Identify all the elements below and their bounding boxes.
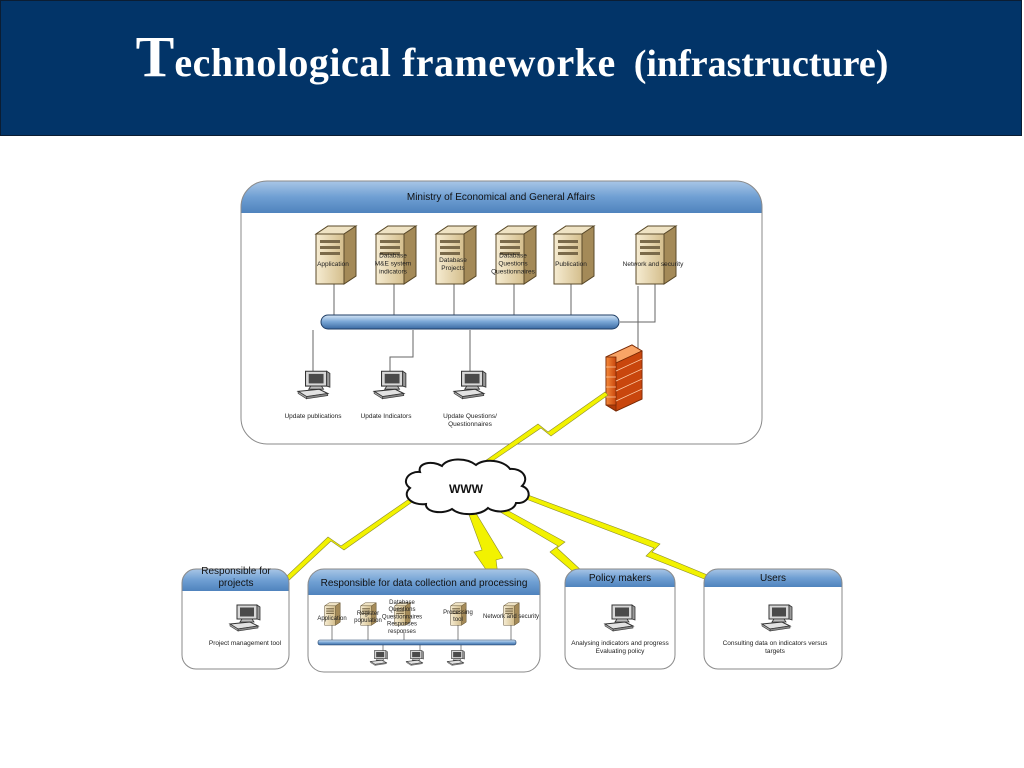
ministry-server-1: Application <box>315 225 357 285</box>
ministry-server-5-label: Publication <box>555 261 587 268</box>
users-panel: Users Consulting data on indicators vers… <box>703 568 843 670</box>
data-server-4-label-line: Processing <box>443 610 473 616</box>
ministry-network-bus <box>320 314 620 330</box>
data-server-2-label-line: population <box>354 618 382 624</box>
users-caption-2: targets <box>765 648 786 655</box>
data-server-5-label-line: Network and security <box>483 614 539 620</box>
ministry-workstation-2-label-line: Update Indicators <box>361 413 413 420</box>
ministry-header-bg <box>241 181 762 213</box>
ministry-workstation-3: Update Questions/Questionnaires <box>443 370 497 428</box>
projects-caption: Project management tool <box>209 640 282 647</box>
ministry-server-3-label-line: Projects <box>441 265 465 272</box>
ministry-workstation-3-label: Update Questions/Questionnaires <box>443 413 497 428</box>
ministry-workstation-3-label-line: Update Questions/ <box>443 413 497 420</box>
ministry-server-4-label-line: Questions <box>498 261 528 268</box>
ministry-server-3-label-line: Database <box>439 257 467 264</box>
ministry-workstation-1-label-line: Update publications <box>284 413 342 420</box>
projects-header-2: projects <box>218 578 253 589</box>
data-server-5-label: Network and security <box>483 614 539 620</box>
data-server-1-label: Application <box>317 616 346 622</box>
server-icon <box>635 225 677 285</box>
policy-makers-panel: Policy makers Analysing indicators and p… <box>564 568 676 670</box>
ministry-server-1-label-line: Application <box>317 261 349 268</box>
title-bar <box>0 0 1022 136</box>
policy-caption-2: Evaluating policy <box>596 648 646 655</box>
ministry-server-6-label: Network and security <box>623 261 684 268</box>
ministry-server-2-label-line: indicators <box>379 269 408 276</box>
ministry-panel: Ministry of Economical and General Affai… <box>240 180 763 445</box>
data-server-3-label-line: Responses <box>387 622 417 628</box>
ministry-workstation-3-label-line: Questionnaires <box>448 421 492 428</box>
policy-caption-1: Analysing indicators and progress <box>571 640 669 647</box>
users-caption-1: Consulting data on indicators versus <box>723 640 829 647</box>
data-server-1: Application <box>317 602 347 626</box>
ministry-server-6-label-line: Network and security <box>623 261 684 268</box>
server-icon <box>315 225 357 285</box>
www-cloud: WWW <box>405 458 530 516</box>
title-paren: (infrastructure) <box>633 43 889 85</box>
data-panel-header: Responsible for data collection and proc… <box>321 578 528 589</box>
ministry-workstation-2: Update Indicators <box>361 370 413 420</box>
ministry-workstation-1: Update publications <box>284 370 342 420</box>
ministry-server-4-label-line: Questionnaires <box>491 269 535 276</box>
ministry-workstations: Update publications Update Indicators Upda… <box>284 370 497 428</box>
ministry-workstation-2-label: Update Indicators <box>361 413 413 420</box>
data-server-3-label-line: Questionnaires <box>382 614 422 620</box>
data-server-3-label-line: Database <box>389 600 415 606</box>
www-label: WWW <box>449 482 484 496</box>
data-server-4-label-line: tool <box>453 617 463 623</box>
ministry-server-5: Publication <box>553 225 595 285</box>
projects-header-1: Responsible for <box>201 566 271 577</box>
page-title: Technological frameworke(infrastructure) <box>0 28 1024 86</box>
ministry-server-2-label-line: M&E system <box>375 261 411 268</box>
ministry-server-2-label-line: Database <box>379 253 407 260</box>
title-main: echnological frameworke <box>174 40 616 85</box>
data-server-1-label-line: Application <box>317 616 346 622</box>
data-server-5: Network and security <box>483 602 539 626</box>
data-network-bus <box>317 639 517 646</box>
policy-header: Policy makers <box>589 573 651 584</box>
server-icon <box>435 225 477 285</box>
ministry-header: Ministry of Economical and General Affai… <box>407 192 595 203</box>
ministry-server-5-label-line: Publication <box>555 261 587 268</box>
ministry-server-4-label-line: Database <box>499 253 527 260</box>
svg-text:Consulting data on indicators: Consulting data on indicators versustarg… <box>723 640 829 655</box>
data-server-3-label-line: Questions <box>388 607 415 613</box>
ministry-server-1-label: Application <box>317 261 349 268</box>
svg-text:Analysing indicators and progr: Analysing indicators and progressEvaluat… <box>571 640 669 655</box>
data-server-2-label-line: Register <box>357 611 379 617</box>
ministry-server-6: Network and security <box>623 225 684 285</box>
data-server-3-label-line: responses <box>388 629 416 635</box>
data-collection-panel: Responsible for data collection and proc… <box>307 568 541 673</box>
firewall <box>605 344 643 412</box>
users-header: Users <box>760 573 786 584</box>
title-first-letter: T <box>135 24 175 89</box>
server-icon <box>553 225 595 285</box>
ministry-workstation-1-label: Update publications <box>284 413 342 420</box>
